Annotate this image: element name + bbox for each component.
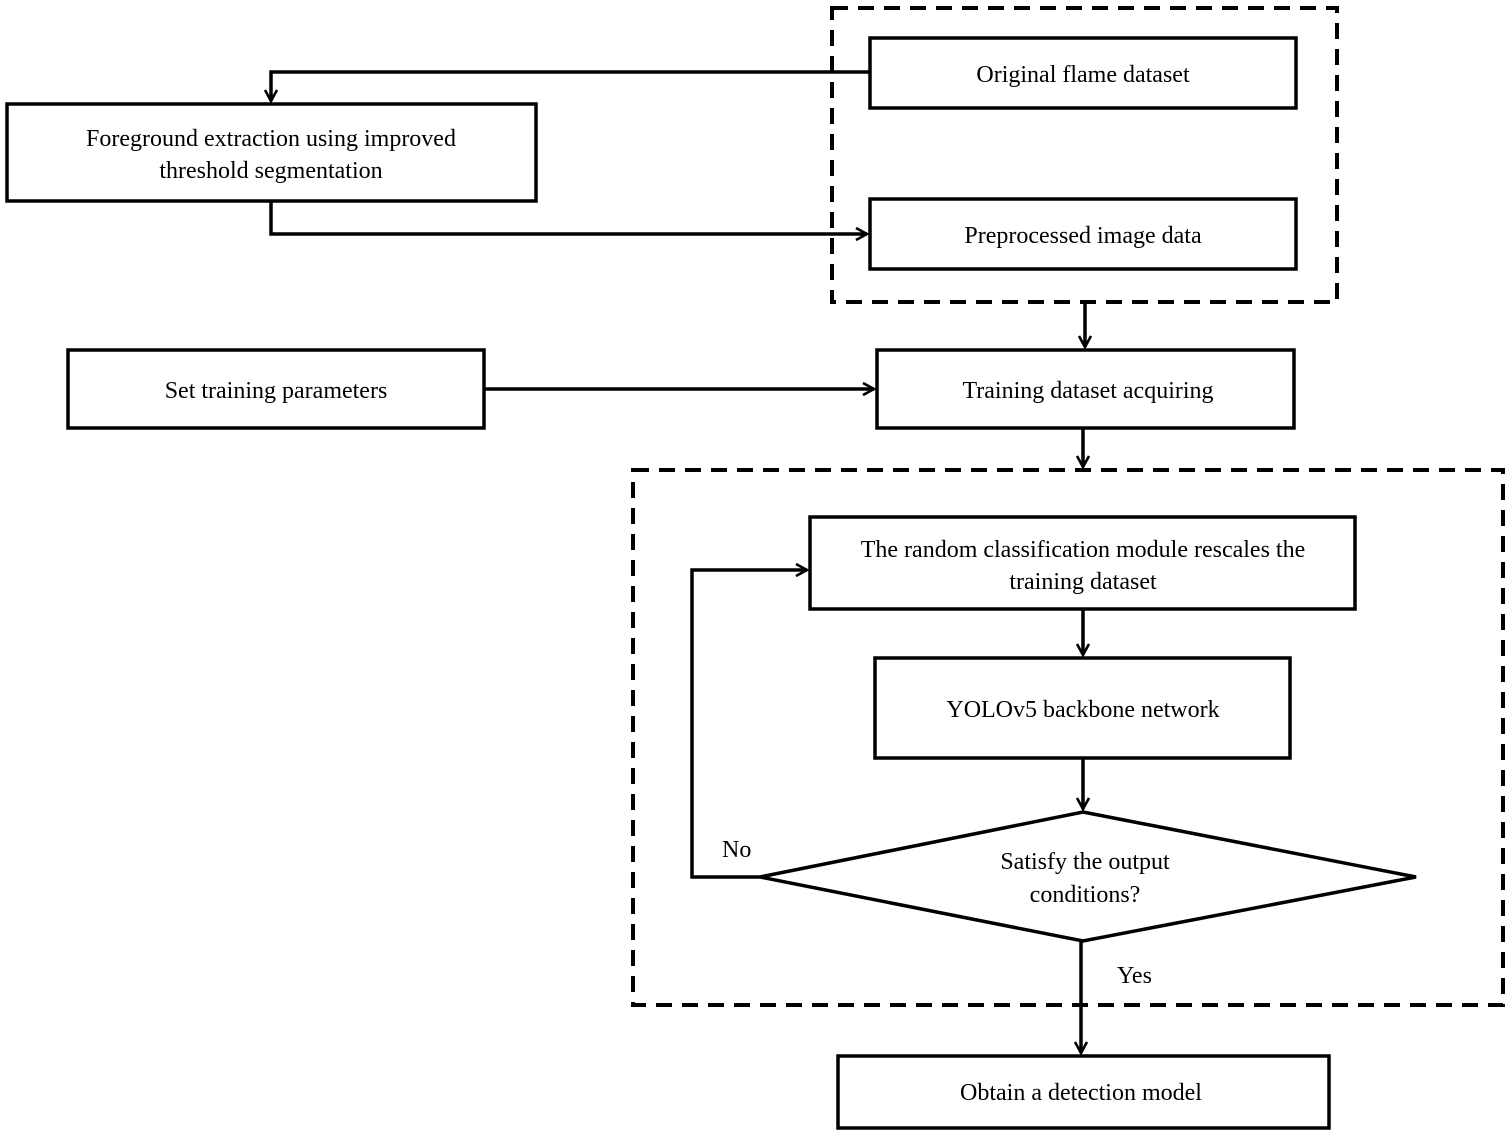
foreground-extraction-box [5, 102, 538, 203]
set-training-parameters-label: Set training parameters [165, 378, 388, 404]
arrow-foreground-to-preprocessed [269, 201, 867, 234]
foreground-extraction-label-line2: threshold segmentation [159, 158, 382, 184]
yolov5-backbone-box [873, 656, 1292, 760]
random-classification-label-line2: training dataset [1009, 569, 1157, 595]
arrow-original-to-foreground [271, 70, 870, 101]
random-classification-box [808, 515, 1357, 611]
detection-model-label: Obtain a detection model [960, 1080, 1202, 1106]
set-training-parameters-box [66, 348, 486, 430]
preprocessed-data-box [868, 197, 1298, 271]
original-dataset-label: Original flame dataset [976, 62, 1190, 88]
output-condition-diamond [759, 810, 1417, 943]
output-condition-label-line1: Satisfy the output [1000, 849, 1170, 875]
output-condition-label-line2: conditions? [1030, 882, 1141, 908]
yolov5-backbone-label: YOLOv5 backbone network [946, 697, 1219, 723]
detection-model-box [836, 1054, 1331, 1130]
training-dataset-acquiring-box [875, 348, 1296, 430]
arrow-no-loop-back [690, 570, 807, 879]
training-dataset-acquiring-label: Training dataset acquiring [962, 378, 1213, 404]
no-edge-label: No [722, 837, 751, 863]
preprocessed-data-label: Preprocessed image data [964, 223, 1202, 249]
random-classification-label-line1: The random classification module rescale… [861, 537, 1306, 563]
original-dataset-box [868, 36, 1298, 110]
foreground-extraction-label-line1: Foreground extraction using improved [86, 126, 456, 152]
yes-edge-label: Yes [1117, 963, 1152, 989]
